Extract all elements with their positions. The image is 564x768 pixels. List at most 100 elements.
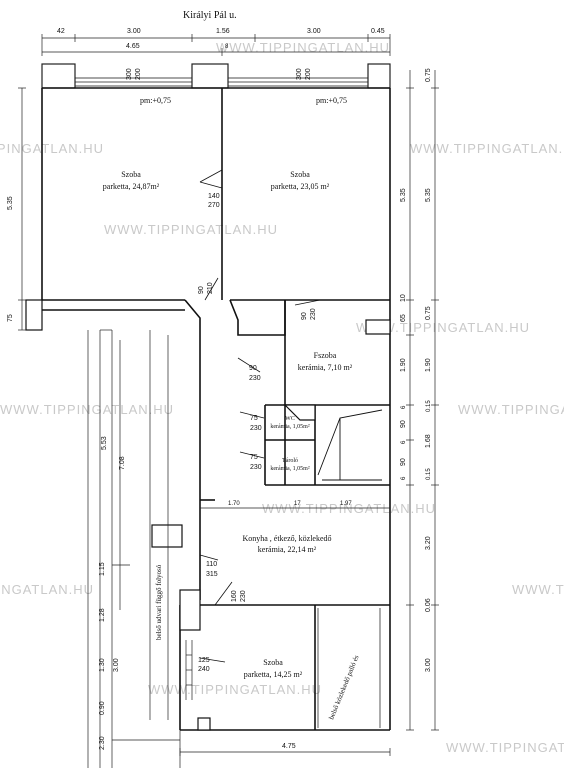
- right-dim-15: 0.15: [426, 468, 432, 480]
- room-szoba-3: Szoba parketta, 14,25 m²: [244, 658, 303, 679]
- watermark-text: WWW.TIPPINGATLAN.HU: [148, 682, 322, 697]
- right-dim-16: 6: [401, 476, 407, 480]
- street-name: Királyi Pál u.: [183, 10, 237, 21]
- door-4-height: 230: [249, 375, 261, 382]
- right-dim-13: 6: [401, 440, 407, 444]
- room-name: Szoba: [290, 170, 310, 179]
- door-5-height: 230: [250, 425, 262, 432]
- door-9-height: 240: [198, 666, 210, 673]
- watermark-text: WWW.TIPPINGATLAN.HU: [0, 582, 94, 597]
- bottom-shaft-frame: [317, 608, 381, 728]
- left-dim-10: 2.30: [99, 736, 106, 750]
- left-dim-2: 75: [7, 314, 14, 322]
- room-detail: parketta, 14,25 m²: [244, 670, 303, 679]
- right-dim-19: 3.00: [425, 658, 432, 672]
- stair-shaft: [317, 409, 383, 481]
- room-detail: kerámia, 7,10 m²: [298, 363, 353, 372]
- room-konyha: Konyha , étkező, közlekedő kerámia, 22,1…: [242, 534, 331, 554]
- corridor-label: belső udvari függő folyosó: [155, 564, 163, 640]
- right-dim-10: 0.15: [426, 400, 432, 412]
- right-dim-12: 1.68: [425, 434, 432, 448]
- room-fszoba: Fszoba kerámia, 7,10 m²: [298, 351, 353, 372]
- room-name: Konyha , étkező, közlekedő: [242, 534, 331, 543]
- watermark-text: WWW.TIPPINGATLAN.HU: [410, 141, 564, 156]
- floor-level-2: pm:+0,75: [316, 96, 347, 105]
- right-dim-5: 0.75: [425, 306, 432, 320]
- door-7-width: 110: [206, 561, 217, 568]
- left-dim-7: 3.00: [113, 658, 120, 672]
- window-label-2a: 300: [296, 68, 303, 80]
- left-dim-3: 5.53: [101, 436, 108, 450]
- left-dim-9: 0.90: [99, 701, 106, 715]
- door-1-height: 270: [208, 202, 220, 209]
- door-swings: [199, 169, 321, 663]
- room-name: Szoba: [121, 170, 141, 179]
- top-dim-3: 1.56: [216, 28, 230, 35]
- room-detail: parketta, 24,87m²: [103, 182, 160, 191]
- room-detail: kerámia, 22,14 m²: [258, 545, 317, 554]
- room-detail: parketta, 23,05 m²: [271, 182, 330, 191]
- watermark-text: WWW.TIPPINGATLAN.HU: [446, 740, 564, 755]
- room-name: Fszoba: [314, 351, 337, 360]
- door-5-width: 75: [250, 415, 258, 422]
- inner-dim-3: 1.97: [340, 501, 352, 507]
- room-name: WC: [285, 416, 295, 422]
- door-2-height: 210: [207, 282, 214, 294]
- right-dim-17: 3.20: [425, 536, 432, 550]
- room-wc: WC kerámia, 1,05m²: [270, 416, 309, 430]
- watermark-text: WWW.TIPPINGATLAN.HU: [104, 222, 278, 237]
- inner-dim-1: 1.70: [228, 501, 240, 507]
- door-3-width: 90: [301, 312, 308, 320]
- watermark-text: WWW.TIPPINGATLAN.HU: [0, 141, 104, 156]
- inner-dim-2: 17: [294, 501, 301, 507]
- door-2-width: 90: [198, 286, 205, 294]
- facade-piers: [41, 63, 391, 89]
- top-dim-4: 3.00: [307, 28, 321, 35]
- room-detail: kerámia, 1,05m²: [270, 466, 309, 472]
- room-szoba-2: Szoba parketta, 23,05 m²: [271, 170, 330, 191]
- room-tarolo: Tároló kerámia, 1,05m²: [270, 458, 309, 472]
- watermark-text: WWW.TIPPINGATLAN.HU: [262, 501, 436, 516]
- watermarks: WWW.TIPPINGATLAN.HU WWW.TIPPINGATLAN.HU …: [0, 40, 564, 755]
- top-dim-1: 42: [57, 28, 65, 35]
- watermark-text: WWW.TIPPINGATLAN.HU: [356, 320, 530, 335]
- watermark-text: WWW.TIPPINGATLAN.HU: [458, 402, 564, 417]
- left-dim-4: 7.08: [119, 456, 126, 470]
- left-dim-6: 1.28: [99, 608, 106, 622]
- right-dim-1: 0.75: [425, 68, 432, 82]
- right-dim-14: 90: [400, 458, 407, 466]
- window-label-2b: 200: [305, 68, 312, 80]
- shaft-label: belső közlekedő palló és: [327, 654, 360, 721]
- top-dim-5: 0.45: [371, 28, 385, 35]
- watermark-text: WWW.TIPPINGATLAN.HU: [0, 402, 174, 417]
- right-dim-2: 5.35: [400, 188, 407, 202]
- door-6-height: 230: [250, 464, 262, 471]
- window-label-1a: 300: [126, 68, 133, 80]
- door-8-height: 230: [240, 590, 247, 602]
- room-detail: kerámia, 1,05m²: [270, 424, 309, 430]
- top-small-dim: 8: [225, 44, 229, 50]
- door-9-width: 125: [198, 657, 210, 664]
- room-name: Szoba: [263, 658, 283, 667]
- room-szoba-1: Szoba parketta, 24,87m²: [103, 170, 160, 191]
- door-7-height: 315: [206, 571, 218, 578]
- bottom-dim: 4.75: [282, 743, 296, 750]
- door-8-width: 160: [231, 590, 238, 602]
- right-dim-3: 5.35: [425, 188, 432, 202]
- door-6-width: 75: [250, 454, 258, 461]
- bottom-dimension-line: [179, 748, 391, 756]
- right-dim-6: 65: [400, 314, 407, 322]
- top-total-dim: 4.65: [126, 43, 140, 50]
- room-name: Tároló: [282, 458, 298, 464]
- window-label-1b: 200: [135, 68, 142, 80]
- left-dim-5: 1.15: [99, 562, 106, 576]
- right-dim-7: 1.90: [400, 358, 407, 372]
- right-dimension-lines: [406, 70, 439, 731]
- exterior-corridor: [99, 329, 193, 768]
- left-dim-1: 5.35: [7, 196, 14, 210]
- wall-segments: [25, 299, 391, 731]
- floor-level-1: pm:+0,75: [140, 96, 171, 105]
- top-dimension-lines: [41, 34, 391, 56]
- watermark-text: WWW.TIPPINGATLAN.HU: [216, 40, 390, 55]
